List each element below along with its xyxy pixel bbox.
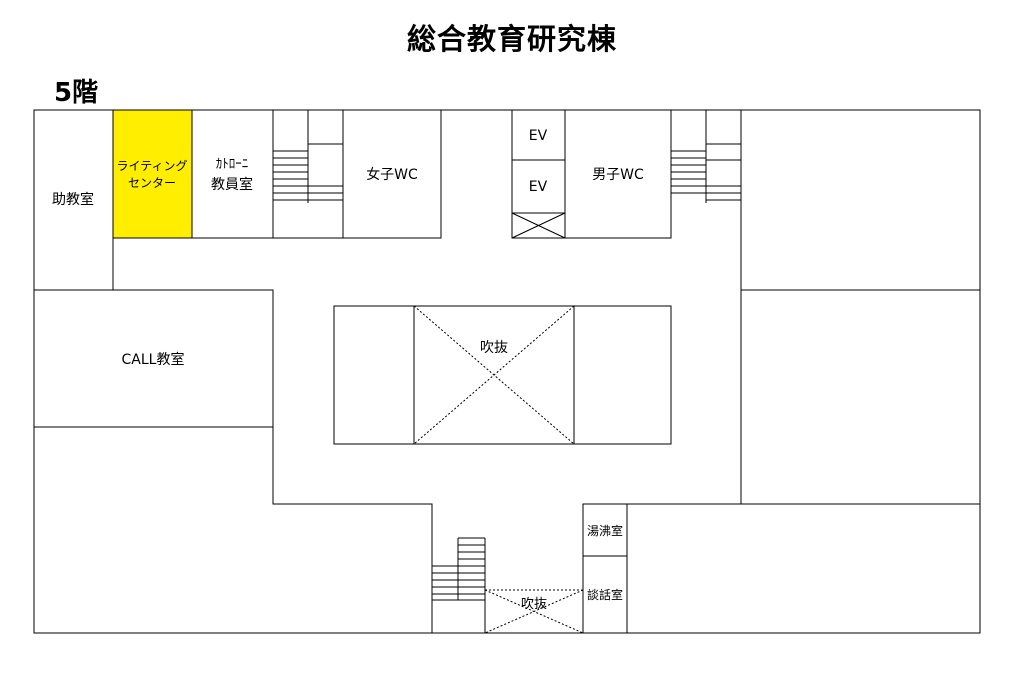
label-call-room: CALL教室 <box>122 351 185 368</box>
label-assistant-room: 助教室 <box>52 191 94 208</box>
label-writing-center-2: センター <box>128 176 176 190</box>
room-writing-center <box>112 109 193 239</box>
label-writing-center-1: ライティング <box>116 159 187 173</box>
label-lounge: 談話室 <box>587 587 623 602</box>
stairs-bottom <box>432 537 486 633</box>
label-catholic-1: ｶﾄﾛｰﾆ <box>216 157 249 172</box>
atrium-bottom-cross <box>484 589 584 634</box>
label-atrium-center: 吹抜 <box>480 340 508 356</box>
room-left-lower <box>33 426 433 634</box>
label-hot-water-room: 湯沸室 <box>587 523 623 538</box>
label-ev-2: EV <box>529 179 548 195</box>
atrium-block <box>333 305 672 445</box>
floor-label: 5階 <box>54 78 99 108</box>
building-title: 総合教育研究棟 <box>406 22 617 56</box>
label-atrium-bottom: 吹抜 <box>521 596 547 612</box>
label-womens-wc: 女子WC <box>366 166 418 183</box>
room-womens-wc <box>342 109 442 239</box>
label-catholic-2: 教員室 <box>211 176 253 193</box>
elevator-shaft <box>511 212 566 239</box>
atrium-center-cross <box>413 305 575 445</box>
room-right-upper <box>740 109 981 291</box>
room-bottom-right <box>626 503 981 634</box>
room-right-middle <box>740 289 981 505</box>
label-mens-wc: 男子WC <box>592 167 644 183</box>
stairs-right <box>671 109 742 203</box>
stairs-left <box>272 109 344 239</box>
room-mens-wc <box>564 109 672 239</box>
label-ev-1: EV <box>529 128 548 144</box>
room-catholic <box>191 109 274 239</box>
